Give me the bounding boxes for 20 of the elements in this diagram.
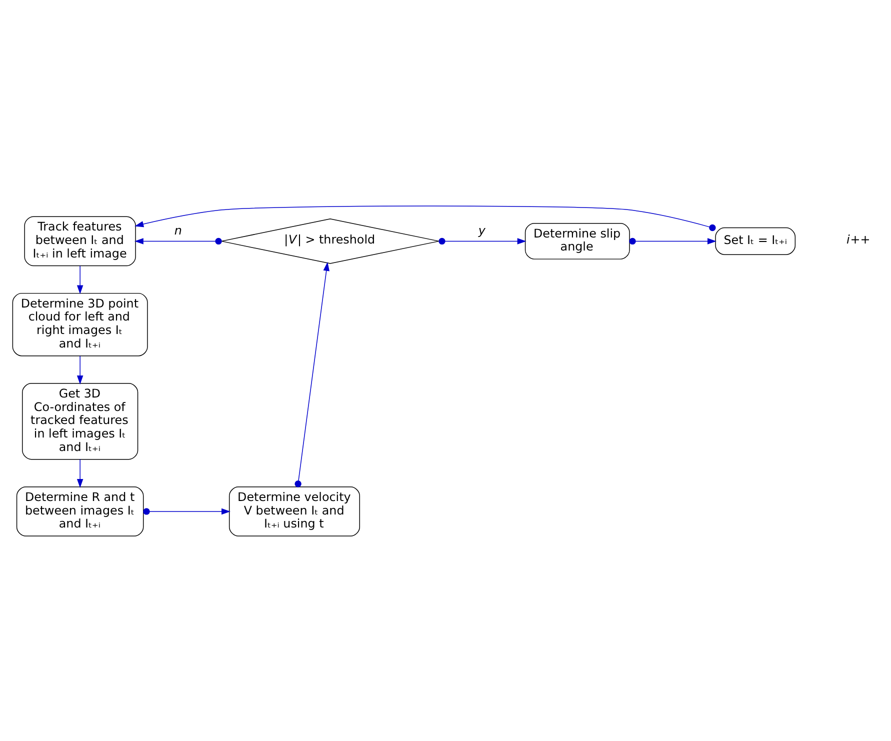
arrow	[294, 261, 329, 487]
arrow	[134, 237, 222, 244]
node-box: Determine R and t between images Iₜ and Iₜ₊ᵢ	[16, 486, 144, 536]
arrow	[76, 458, 83, 488]
edge-label: n	[174, 222, 182, 237]
arrow	[628, 237, 716, 244]
arrow	[76, 355, 83, 384]
edge-label: y	[478, 222, 485, 237]
node-box: Determine slip angle	[524, 222, 630, 259]
node-box: Set Iₜ = Iₜ₊ᵢ	[714, 226, 796, 254]
node-diamond: |V| > threshold	[220, 218, 439, 264]
arrow	[76, 264, 83, 294]
arrow	[142, 508, 230, 514]
arrow	[134, 205, 716, 231]
node-box: Track features between Iₜ and Iₜ₊ᵢ in left image	[24, 216, 136, 266]
node-box: Determine velocity V between Iₜ and Iₜ₊ᵢ using t	[228, 486, 360, 536]
label: i++	[846, 232, 870, 246]
arrow	[438, 237, 526, 244]
node-box: Determine 3D point cloud for left and right images Iₜ and Iₜ₊ᵢ	[12, 292, 148, 356]
node-box: Get 3D Co-ordinates of tracked features in left images Iₜ and Iₜ₊ᵢ	[22, 382, 138, 460]
